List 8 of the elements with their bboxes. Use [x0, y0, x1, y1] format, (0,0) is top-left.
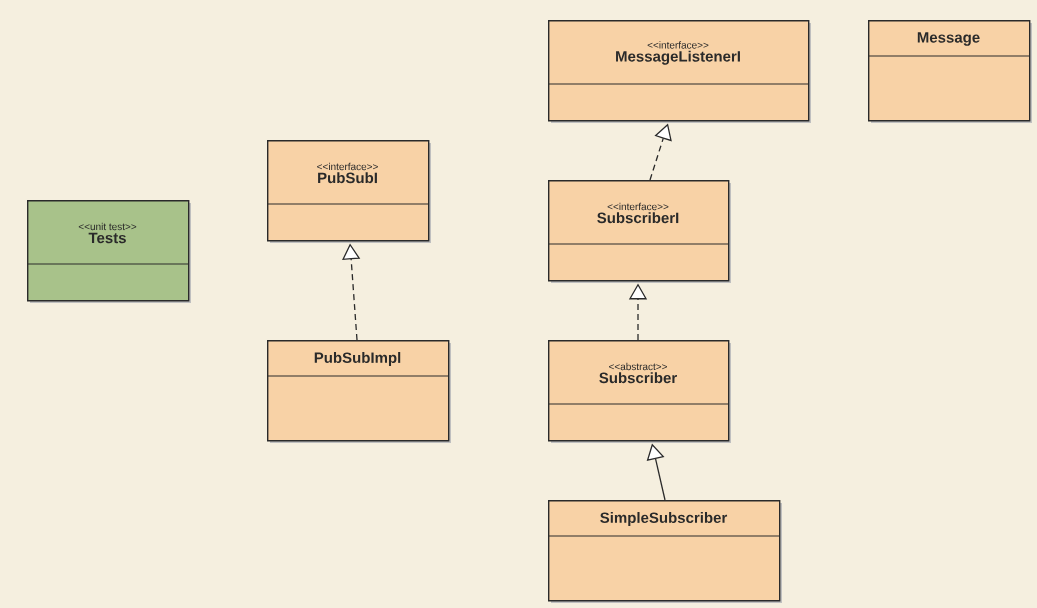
class-box: SimpleSubscriber	[547, 500, 782, 603]
class-box: <<unit test>> Tests	[26, 200, 191, 303]
class-box: Message	[867, 20, 1032, 123]
class-box: <<abstract>> Subscriber	[547, 340, 731, 443]
class-box: <<interface>> PubSubI	[266, 140, 431, 243]
class-box: PubSubImpl	[266, 340, 451, 443]
class-box: <<interface>> SubscriberI	[547, 180, 731, 283]
class-box: <<interface>> MessageListenerI	[547, 20, 811, 123]
